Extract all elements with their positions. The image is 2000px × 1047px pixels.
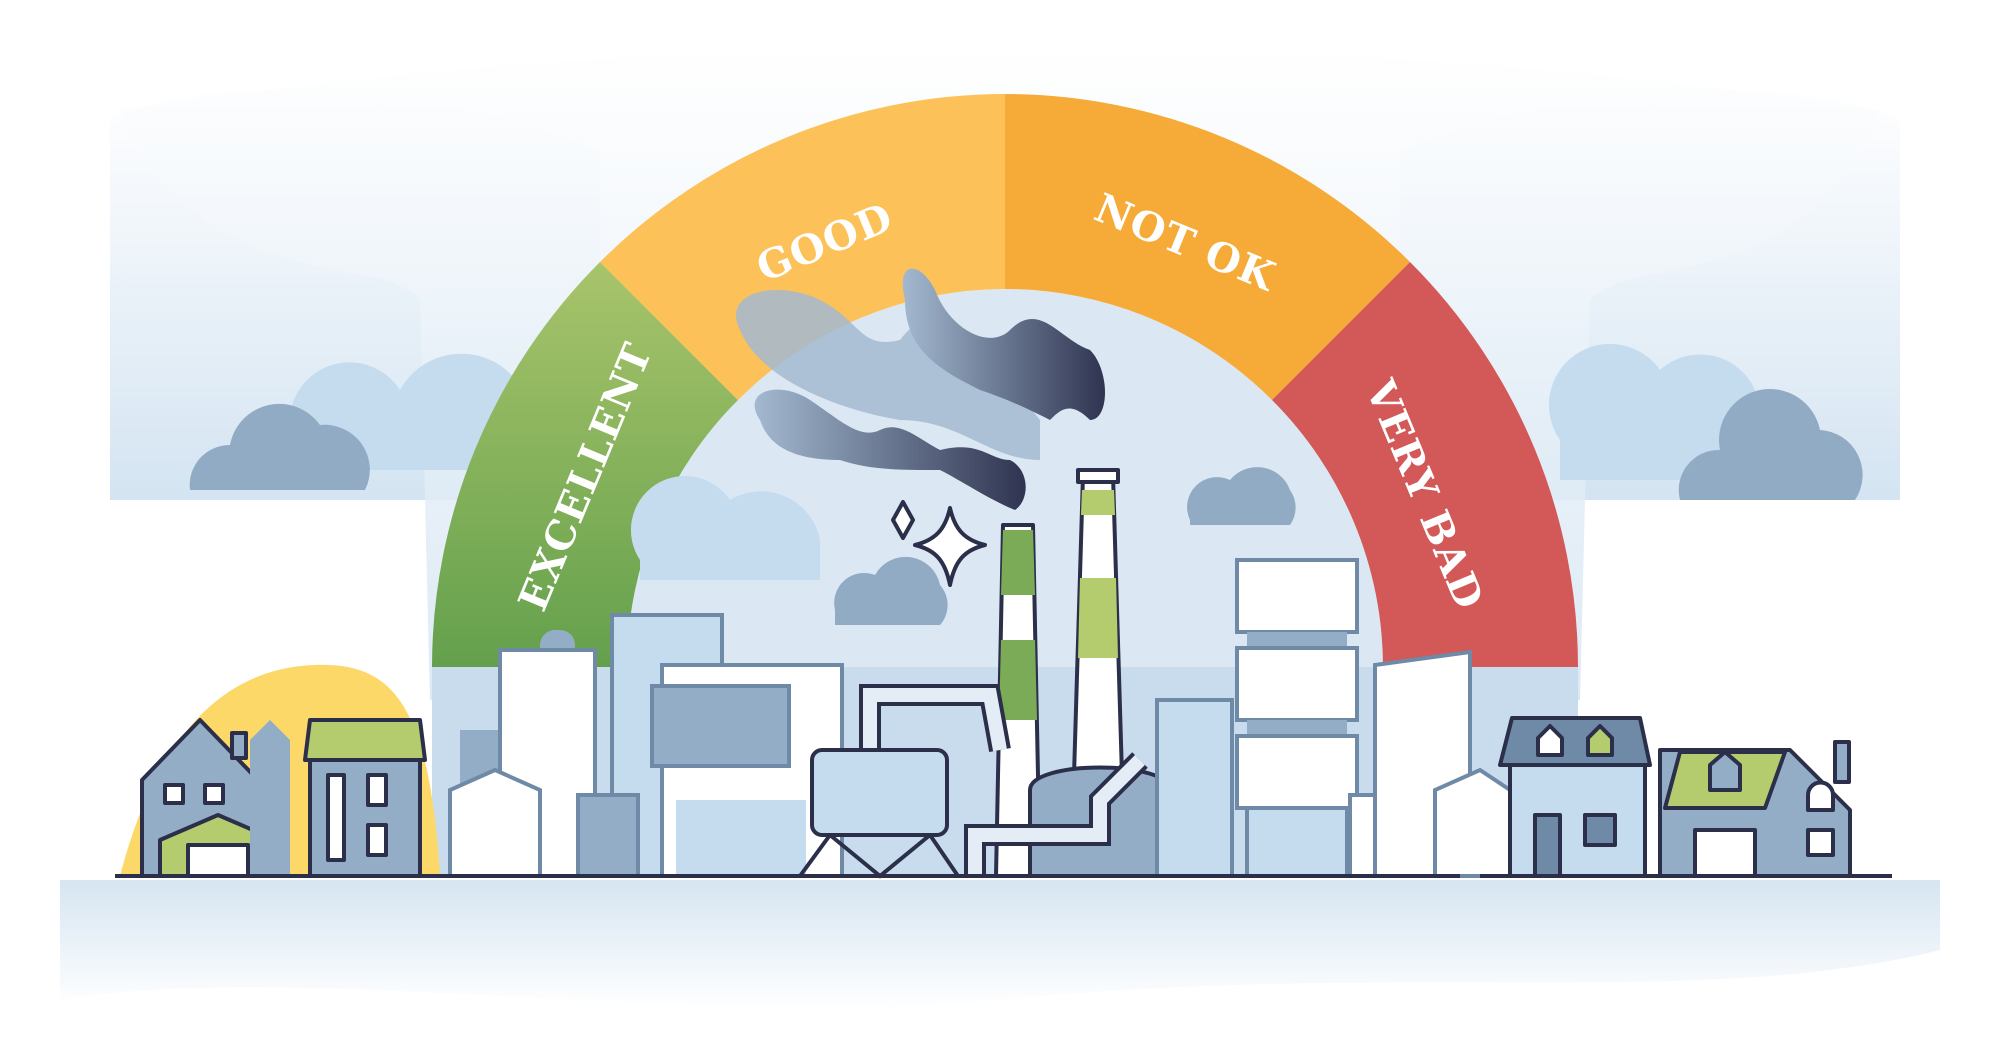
city-buildings-right xyxy=(1155,558,1512,878)
cloud-inner-small xyxy=(834,556,948,625)
cloud-inner-right xyxy=(1187,467,1296,525)
house-right-2 xyxy=(1658,740,1852,878)
sparkle-icon xyxy=(913,506,987,587)
gauge-segment-excellent xyxy=(432,262,738,667)
house-right-1 xyxy=(1498,716,1652,878)
air-quality-gauge: EXCELLENT GOOD NOT OK VERY BAD xyxy=(432,94,1578,667)
gauge-segment-good xyxy=(600,94,1005,400)
tank xyxy=(810,748,949,837)
smoke-plume xyxy=(736,268,1105,510)
gauge-segment-not-ok xyxy=(1005,94,1410,400)
cloud-inner-left xyxy=(630,475,820,580)
sparkle-icon xyxy=(891,500,915,540)
house-left-2 xyxy=(250,718,427,878)
cloud-right xyxy=(1548,343,1863,500)
ground-fog xyxy=(60,880,1940,1008)
cloud-left xyxy=(189,353,530,490)
gauge-segment-very-bad xyxy=(1272,262,1578,667)
